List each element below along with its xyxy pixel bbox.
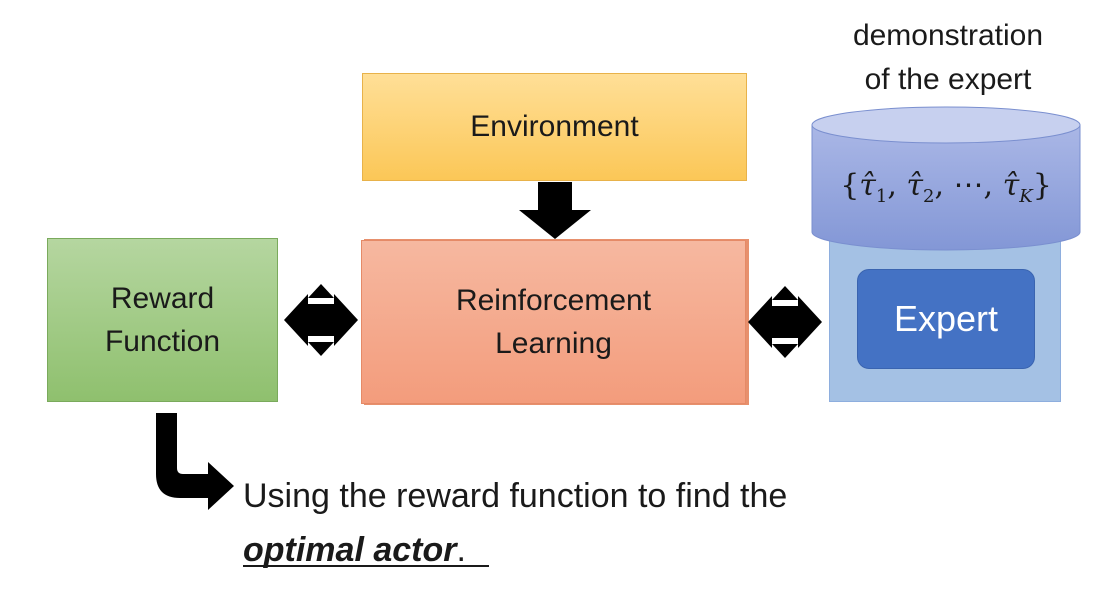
expert-trajectories: {τ̂1, τ̂2, ⋯, τ̂K} bbox=[840, 168, 1052, 207]
reward-function-box: Reward Function bbox=[47, 238, 278, 402]
caption-end: . bbox=[456, 531, 466, 570]
bidirectional-arrow-icon bbox=[748, 286, 822, 358]
reward-label-line1: Reward bbox=[110, 281, 215, 315]
demonstration-label: demonstration of the expert bbox=[818, 14, 1078, 101]
expert-label: Expert bbox=[893, 297, 999, 339]
expert-box: Expert bbox=[857, 269, 1035, 369]
bidirectional-arrow-icon bbox=[284, 284, 358, 356]
environment-label: Environment bbox=[470, 110, 639, 144]
caption-line2: optimal actor. bbox=[243, 523, 787, 577]
demo-label-line1: demonstration bbox=[852, 19, 1044, 52]
rl-label-line1: Reinforcement bbox=[455, 283, 652, 317]
rl-label-line2: Learning bbox=[495, 327, 612, 360]
caption-emphasis: optimal actor bbox=[243, 531, 457, 570]
down-arrow-icon bbox=[519, 182, 591, 239]
bent-arrow-icon bbox=[156, 413, 234, 510]
environment-box: Environment bbox=[362, 73, 747, 181]
reinforcement-learning-box: Reinforcement Learning bbox=[361, 240, 746, 404]
reward-label-line2: Function bbox=[104, 325, 221, 358]
demo-label-line2: of the expert bbox=[864, 62, 1032, 96]
caption: Using the reward function to find the op… bbox=[243, 469, 787, 578]
caption-line1: Using the reward function to find the bbox=[243, 477, 788, 515]
caption-underline bbox=[243, 565, 489, 567]
